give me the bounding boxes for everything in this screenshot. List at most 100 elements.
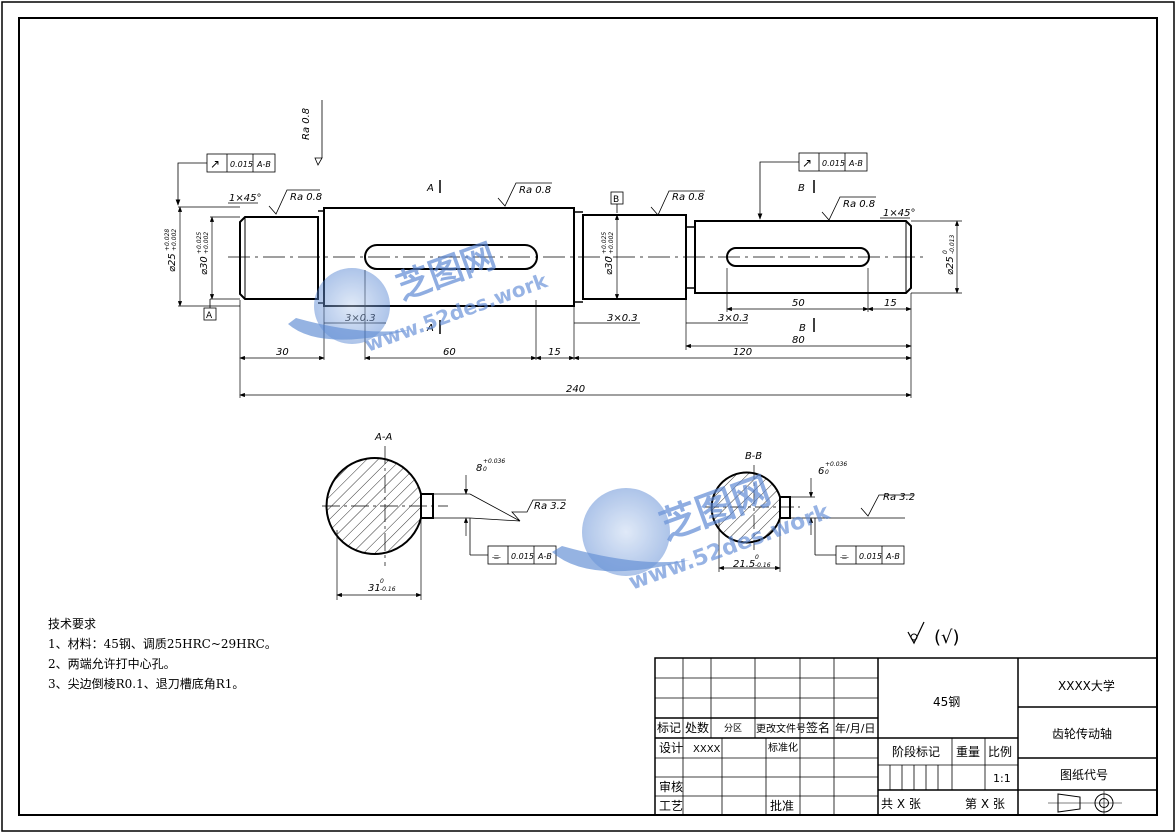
bb-depth-tol: 0 [755, 554, 759, 561]
d-right-label: ⌀25 0 -0.013 [942, 234, 956, 275]
runout-ref-left: A-B [256, 160, 271, 169]
len-30-label: 30 [276, 347, 289, 358]
d-sleeve-label: ⌀30 +0.025 +0.002 [196, 232, 210, 275]
key-15-label: 15 [884, 298, 897, 309]
tb-standard: 标准化 [768, 741, 798, 754]
d-sleeve-tol-dn: +0.002 [203, 232, 210, 254]
aa-key-w-tol: +0.036 [483, 458, 505, 465]
sym-value-bb: 0.015 [859, 552, 882, 561]
requirement-item: 1、材料：45钢、调质25HRC~29HRC。 [48, 637, 277, 651]
groove-2-label: 3×0.3 [607, 313, 638, 324]
middle-journal [582, 214, 687, 300]
ra-label: Ra 0.8 [843, 199, 875, 210]
section-bb-keyway [779, 496, 791, 519]
tb-school: XXXX大学 [1058, 678, 1115, 693]
d-left-main: ⌀25 [167, 253, 178, 272]
datum-a-letter: A [206, 311, 213, 321]
requirement-item: 3、尖边倒棱R0.1、退刀槽底角R1。 [48, 677, 245, 691]
roughness-circle [910, 633, 918, 641]
watermark-2: 芝图网 www.52des.work [552, 468, 834, 596]
sym-ref-bb: A-B [885, 552, 900, 561]
tb-zone: 分区 [724, 723, 742, 734]
tb-date: 年/月/日 [835, 721, 875, 735]
chamfer-right-label: 1×45° [883, 208, 915, 219]
section-aa-labels: A-A 31 0 -0.16 8 +0.036 0 Ra 3.2 ⌯ 0.015… [368, 432, 566, 594]
d-mid-tol-up: +0.025 [601, 232, 608, 254]
bb-key-w-main: 6 [818, 466, 824, 477]
requirement-item: 2、两端允许打中心孔。 [48, 657, 176, 671]
tb-designer: XXXX [693, 744, 721, 755]
watermark-globe-icon [582, 488, 670, 576]
tb-approve: 批准 [770, 798, 794, 813]
d-mid-main: ⌀30 [604, 256, 615, 275]
aa-depth-tol2: -0.16 [380, 586, 396, 593]
runout-arrow-icon: ↗ [802, 156, 812, 170]
chamfer-left-label: 1×45° [229, 193, 261, 204]
sleeve-section [323, 207, 575, 307]
ra-label: Ra 0.8 [290, 192, 322, 203]
runout-ref-right: A-B [848, 159, 863, 168]
len-80-label: 80 [792, 335, 805, 346]
tb-material: 45钢 [933, 695, 960, 709]
tb-total: 共 X 张 [881, 797, 921, 811]
aa-depth-main: 31 [368, 583, 381, 594]
sym-value-aa: 0.015 [511, 552, 534, 561]
runout-value-left: 0.015 [230, 160, 253, 169]
d-mid-label: ⌀30 +0.025 +0.002 [601, 232, 615, 275]
runout-arrow-icon: ↗ [210, 157, 220, 171]
ra-label-top: Ra 0.8 [301, 108, 312, 140]
tb-sheet-no: 第 X 张 [965, 797, 1005, 811]
section-b-top-label: B [798, 183, 805, 194]
groove-3 [686, 226, 696, 289]
section-aa [322, 446, 566, 600]
section-bb-labels: B-B 21.5 0 -0.16 6 +0.036 0 Ra 3.2 ⌯ 0.0… [733, 451, 915, 570]
tb-scale-val: 1:1 [993, 772, 1011, 785]
general-roughness: (√) [907, 621, 960, 648]
bb-key-w-tol: +0.036 [825, 461, 847, 468]
aa-depth-tol: 0 [380, 578, 384, 585]
sym-icon: ⌯ [840, 550, 849, 563]
d-left-label: ⌀25 +0.028 +0.002 [164, 229, 178, 272]
d-left-tol-dn: +0.002 [171, 229, 178, 251]
section-aa-hatched [325, 457, 434, 555]
d-right-main: ⌀25 [945, 256, 956, 275]
tb-process: 工艺 [659, 799, 683, 813]
bb-key-w-tol2: 0 [825, 469, 829, 476]
bb-depth-main: 21.5 [733, 559, 755, 570]
key-50-label: 50 [792, 298, 805, 309]
ra-label: Ra 0.8 [672, 192, 704, 203]
shaft-main-view [175, 100, 962, 398]
tb-stage: 阶段标记 [892, 744, 940, 759]
datum-b-letter: B [613, 195, 619, 205]
technical-requirements: 技术要求 1、材料：45钢、调质25HRC~29HRC。 2、两端允许打中心孔。… [48, 614, 277, 694]
section-a-bottom-label: A [426, 323, 434, 334]
roughness-check-icon [907, 621, 925, 645]
datum-a-box [203, 307, 217, 321]
title-block [654, 657, 1158, 816]
projection-symbol-icon [1048, 791, 1122, 815]
d-sleeve-main: ⌀30 [199, 256, 210, 275]
watermark-swoosh-icon [552, 546, 690, 572]
roughness-symbol [314, 157, 323, 166]
d-mid-tol-dn: +0.002 [608, 232, 615, 254]
groove-3-label: 3×0.3 [718, 313, 749, 324]
len-60-label: 60 [443, 347, 456, 358]
sym-ref-aa: A-B [537, 552, 552, 561]
watermark-swoosh-icon [288, 318, 410, 340]
section-bb [705, 465, 913, 572]
title-block-text: 45钢 XXXX大学 齿轮传动轴 图纸代号 标记 处数 分区 更改文件号 签名 … [657, 678, 1115, 813]
watermark-globe-icon [314, 268, 390, 344]
roughness-note: (√) [934, 627, 960, 648]
len-240-label: 240 [566, 384, 585, 395]
aa-key-w-main: 8 [476, 463, 482, 474]
tb-change-doc: 更改文件号 [756, 722, 806, 735]
groove-2 [574, 211, 583, 303]
symmetry-frame-bb [835, 545, 905, 565]
aa-key-w-tol2: 0 [483, 466, 487, 473]
tb-design: 设计 [659, 741, 683, 755]
section-b-bottom-label: B [799, 323, 806, 334]
section-bb-hatched [710, 471, 791, 544]
tb-sign: 签名 [806, 720, 830, 735]
